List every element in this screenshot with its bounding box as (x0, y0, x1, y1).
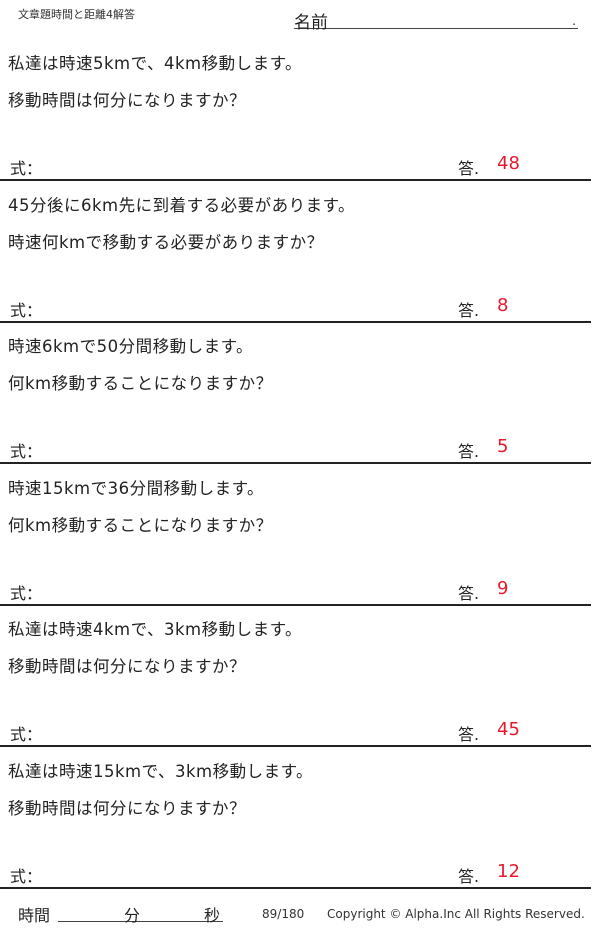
answer-value: 8 (497, 294, 509, 316)
minutes-label: 分 (124, 906, 141, 925)
formula-label: 式： (10, 725, 43, 744)
time-label: 時間 (18, 906, 51, 925)
answer-label: 答. (458, 159, 480, 178)
answer-value: 9 (497, 577, 509, 599)
name-field[interactable]: 名前 . (294, 8, 578, 33)
problem-line-1: 時速6kmで50分間移動します。 (8, 337, 253, 356)
problem-block: 45分後に6km先に到着する必要があります。 時速何kmで移動する必要があります… (0, 180, 591, 323)
problem-line-2: 何km移動することになりますか？ (8, 515, 273, 535)
answer-value: 12 (497, 860, 520, 882)
copyright: Copyright © Alpha.Inc All Rights Reserve… (327, 907, 585, 921)
formula-label: 式： (10, 300, 43, 320)
problem-line-1: 時速15kmで36分間移動します。 (8, 478, 264, 498)
problem-block: 私達は時速15kmで、3km移動します。 移動時間は何分になりますか？ 式： 答… (0, 746, 591, 889)
answer-label: 答. (458, 583, 480, 603)
name-label: 名前 (294, 13, 328, 33)
answer-value: 48 (497, 153, 520, 174)
problem-line-1: 私達は時速15kmで、3km移動します。 (8, 761, 313, 781)
problem-line-1: 45分後に6km先に到着する必要があります。 (8, 195, 355, 215)
problem-line-2: 何km移動することになりますか？ (8, 374, 273, 393)
formula-label: 式： (10, 159, 43, 178)
answer-label: 答. (458, 442, 480, 461)
worksheet-title: 文章題時間と距離4解答 (18, 8, 135, 21)
problem-line-2: 時速何kmで移動する必要がありますか？ (8, 232, 324, 252)
answer-value: 5 (497, 436, 509, 457)
time-input-line[interactable] (58, 921, 223, 922)
problem-block: 私達は時速4kmで、3km移動します。 移動時間は何分になりますか？ 式： 答.… (0, 604, 591, 747)
formula-label: 式： (10, 583, 43, 603)
problem-line-2: 移動時間は何分になりますか？ (8, 657, 246, 676)
name-dot: . (572, 14, 576, 28)
seconds-label: 秒 (204, 906, 221, 925)
problem-line-1: 私達は時速5kmで、4km移動します。 (8, 54, 302, 73)
problem-block: 私達は時速5kmで、4km移動します。 移動時間は何分になりますか？ 式： 答.… (0, 38, 591, 181)
answer-label: 答. (458, 725, 480, 744)
problem-block: 時速15kmで36分間移動します。 何km移動することになりますか？ 式： 答.… (0, 463, 591, 606)
formula-label: 式： (10, 866, 43, 886)
formula-label: 式： (10, 442, 43, 461)
problem-line-2: 移動時間は何分になりますか？ (8, 91, 246, 110)
answer-value: 45 (497, 719, 520, 740)
problem-line-2: 移動時間は何分になりますか？ (8, 798, 246, 818)
answer-label: 答. (458, 300, 480, 320)
problem-block: 時速6kmで50分間移動します。 何km移動することになりますか？ 式： 答. … (0, 321, 591, 464)
page-number: 89/180 (262, 907, 305, 921)
answer-label: 答. (458, 866, 480, 886)
problem-line-1: 私達は時速4kmで、3km移動します。 (8, 620, 302, 639)
